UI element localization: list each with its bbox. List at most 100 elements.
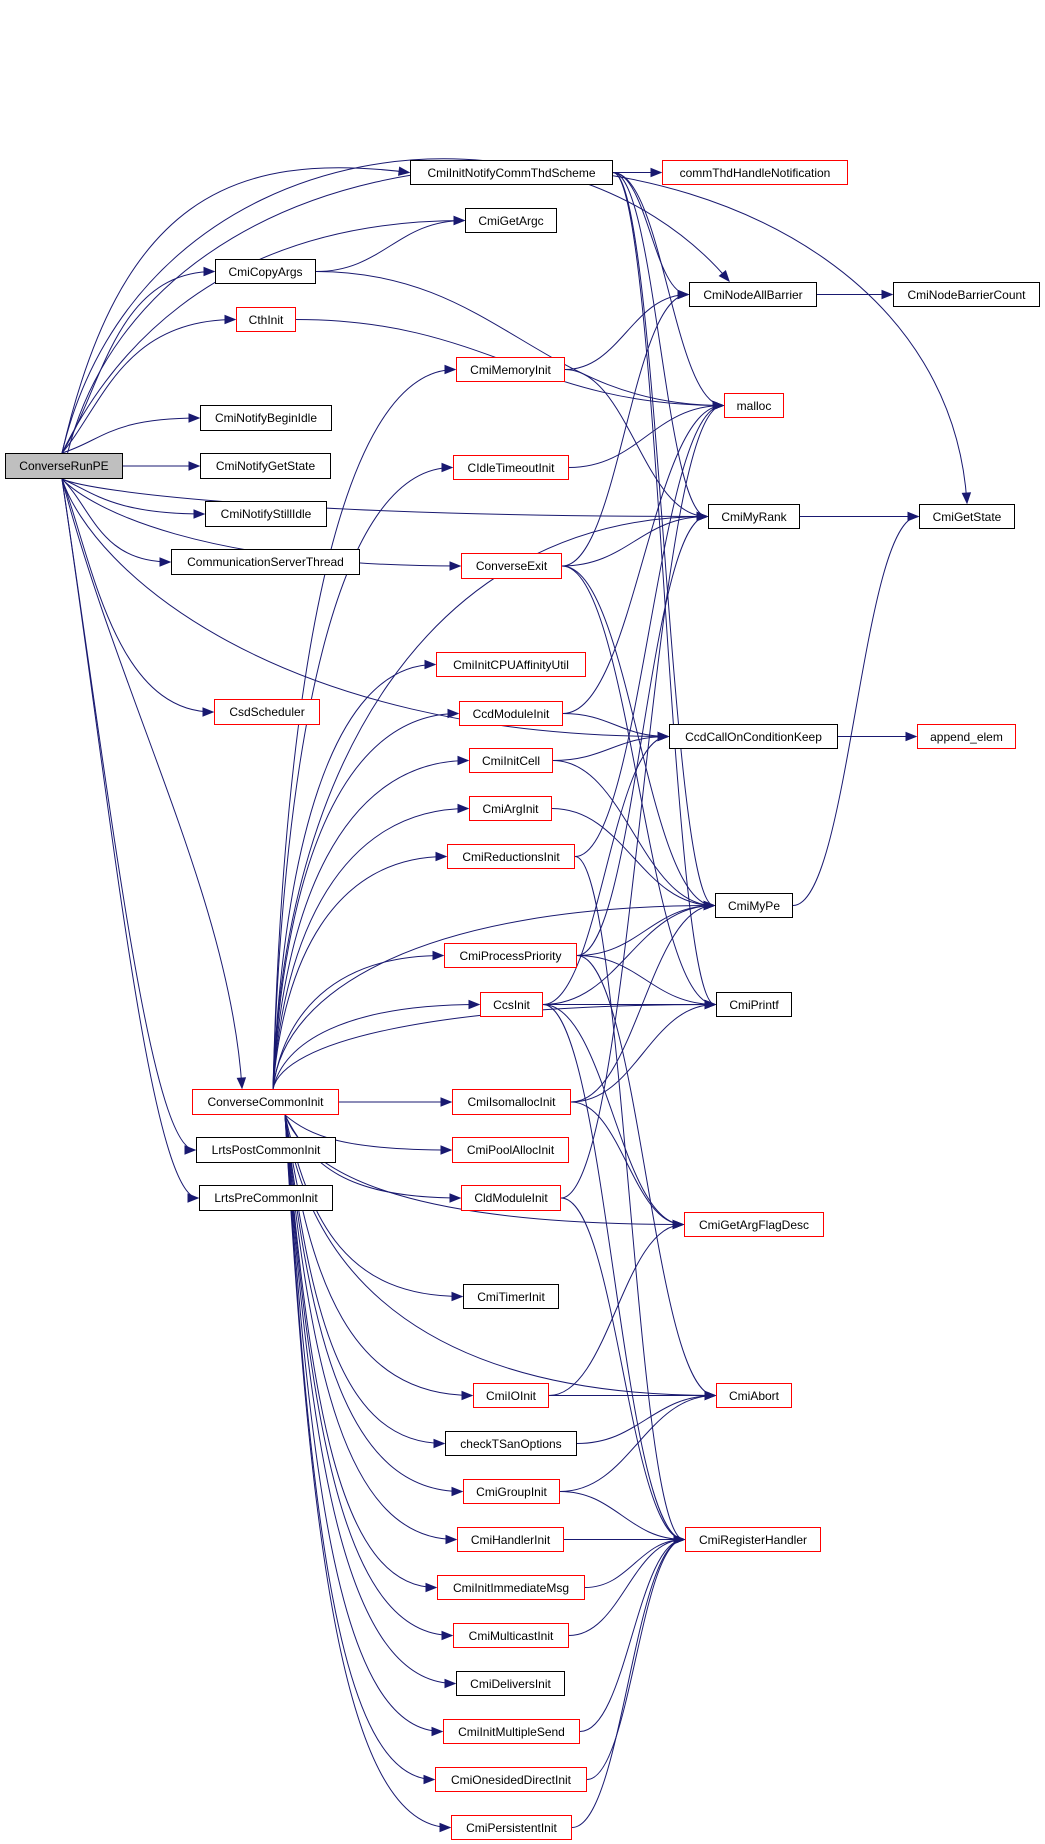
node-cth-init[interactable]: CthInit <box>236 307 296 332</box>
node-cmi-init-multiple-send[interactable]: CmiInitMultipleSend <box>443 1719 580 1744</box>
arrowhead-icon <box>236 1077 247 1090</box>
edge-converse-common-init-to-cmi-init-cpu-affinity-util <box>272 664 436 1090</box>
edge-cmi-process-priority-to-cmi-my-rank <box>576 516 708 956</box>
node-converse-common-init[interactable]: ConverseCommonInit <box>192 1089 339 1115</box>
node-csd-scheduler[interactable]: CsdScheduler <box>214 699 320 725</box>
node-c-idle-timeout-init[interactable]: CIdleTimeoutInit <box>453 455 569 480</box>
edge-converse-exit-to-cmi-my-rank <box>561 516 708 567</box>
node-cmi-process-priority[interactable]: CmiProcessPriority <box>444 943 577 968</box>
edge-c-idle-timeout-init-to-malloc <box>568 405 724 468</box>
edge-cmi-init-notify-comm-thd-scheme-to-cmi-my-pe <box>612 172 715 906</box>
edge-cmi-copy-args-to-malloc <box>315 271 724 406</box>
edge-converse-common-init-to-cmi-delivers-init <box>284 1114 456 1684</box>
node-lrts-pre-common-init[interactable]: LrtsPreCommonInit <box>199 1185 333 1211</box>
node-cmi-reductions-init[interactable]: CmiReductionsInit <box>447 844 575 869</box>
arrowhead-icon <box>433 1438 446 1449</box>
node-communication-server-thread[interactable]: CommunicationServerThread <box>171 549 360 575</box>
arrowhead-icon <box>449 1193 462 1203</box>
node-cmi-init-cpu-affinity-util[interactable]: CmiInitCPUAffinityUtil <box>436 652 586 677</box>
node-cmi-notify-get-state[interactable]: CmiNotifyGetState <box>200 453 331 479</box>
node-cmi-get-argc[interactable]: CmiGetArgc <box>465 208 557 233</box>
node-comm-thd-handle-notification[interactable]: commThdHandleNotification <box>662 160 848 185</box>
node-cmi-node-all-barrier[interactable]: CmiNodeAllBarrier <box>689 282 817 307</box>
arrowhead-icon <box>224 314 237 325</box>
node-cmi-node-barrier-count[interactable]: CmiNodeBarrierCount <box>893 282 1040 307</box>
node-cmi-get-arg-flag-desc[interactable]: CmiGetArgFlagDesc <box>684 1212 824 1237</box>
node-append-elem[interactable]: append_elem <box>917 724 1016 749</box>
edge-cmi-init-notify-comm-thd-scheme-to-cmi-node-all-barrier <box>612 172 689 295</box>
edge-converse-common-init-to-cmi-reductions-init <box>272 856 447 1090</box>
node-cmi-init-immediate-msg[interactable]: CmiInitImmediateMsg <box>437 1575 585 1600</box>
node-cmi-register-handler[interactable]: CmiRegisterHandler <box>685 1527 821 1552</box>
arrowhead-icon <box>398 166 411 176</box>
node-cmi-my-rank[interactable]: CmiMyRank <box>708 504 800 529</box>
edge-converse-common-init-to-cmi-io-init <box>284 1114 473 1396</box>
node-cmi-printf[interactable]: CmiPrintf <box>716 992 792 1017</box>
arrowhead-icon <box>440 1097 453 1107</box>
node-malloc[interactable]: malloc <box>724 393 784 418</box>
edge-converse-common-init-to-cmi-memory-init <box>272 369 456 1090</box>
node-cmi-multicast-init[interactable]: CmiMulticastInit <box>453 1623 569 1648</box>
edge-cmi-init-notify-comm-thd-scheme-to-malloc <box>612 172 724 406</box>
node-lrts-post-common-init[interactable]: LrtsPostCommonInit <box>196 1137 336 1163</box>
node-cld-module-init[interactable]: CldModuleInit <box>461 1185 561 1211</box>
edge-cmi-persistent-init-to-cmi-register-handler <box>571 1539 685 1828</box>
arrowhead-icon <box>441 462 454 473</box>
arrowhead-icon <box>187 1193 200 1203</box>
node-cmi-my-pe[interactable]: CmiMyPe <box>715 893 793 918</box>
arrowhead-icon <box>444 1678 457 1689</box>
arrowhead-icon <box>468 999 481 1010</box>
edge-cld-module-init-to-cmi-register-handler <box>560 1197 685 1540</box>
node-cmi-group-init[interactable]: CmiGroupInit <box>463 1479 560 1504</box>
arrowhead-icon <box>188 413 201 423</box>
edge-cmi-process-priority-to-cmi-printf <box>576 955 716 1005</box>
arrowhead-icon <box>447 708 460 719</box>
node-cmi-delivers-init[interactable]: CmiDeliversInit <box>456 1671 565 1696</box>
arrowhead-icon <box>423 1774 436 1785</box>
node-cmi-isomalloc-init[interactable]: CmiIsomallocInit <box>452 1089 571 1115</box>
edge-converse-run-pe-to-converse-common-init <box>61 478 243 1089</box>
node-cmi-io-init[interactable]: CmiIOInit <box>473 1383 549 1408</box>
node-ccd-module-init[interactable]: CcdModuleInit <box>459 701 563 726</box>
edge-converse-common-init-to-cmi-onesided-direct-init <box>284 1114 435 1780</box>
node-cmi-get-state[interactable]: CmiGetState <box>919 504 1015 529</box>
node-cmi-copy-args[interactable]: CmiCopyArgs <box>215 259 316 284</box>
edge-converse-common-init-to-cmi-init-immediate-msg <box>284 1114 437 1588</box>
node-ccs-init[interactable]: CcsInit <box>480 992 543 1017</box>
arrowhead-icon <box>425 1582 438 1593</box>
arrowhead-icon <box>451 1486 464 1497</box>
arrowhead-icon <box>657 731 670 742</box>
edge-converse-run-pe-to-lrts-pre-common-init <box>61 478 199 1199</box>
arrowhead-icon <box>193 509 206 519</box>
edge-ccd-module-init-to-ccd-call-on-condition-keep <box>562 713 669 737</box>
node-cmi-init-cell[interactable]: CmiInitCell <box>469 748 553 773</box>
node-cmi-arg-init[interactable]: CmiArgInit <box>469 796 552 821</box>
node-cmi-notify-begin-idle[interactable]: CmiNotifyBeginIdle <box>200 405 332 431</box>
node-ccd-call-on-condition-keep[interactable]: CcdCallOnConditionKeep <box>669 724 838 749</box>
edge-cmi-group-init-to-cmi-register-handler <box>559 1491 685 1540</box>
edge-converse-common-init-to-cmi-persistent-init <box>284 1114 451 1828</box>
node-cmi-handler-init[interactable]: CmiHandlerInit <box>457 1527 564 1552</box>
arrowhead-icon <box>424 659 437 670</box>
node-cmi-init-notify-comm-thd-scheme[interactable]: CmiInitNotifyCommThdScheme <box>410 160 613 185</box>
node-check-t-san-options[interactable]: checkTSanOptions <box>445 1431 577 1456</box>
arrowhead-icon <box>703 900 716 911</box>
node-cmi-memory-init[interactable]: CmiMemoryInit <box>456 357 565 382</box>
edge-cmi-group-init-to-cmi-abort <box>559 1395 716 1492</box>
edge-cmi-init-multiple-send-to-cmi-register-handler <box>579 1539 685 1732</box>
arrowhead-icon <box>202 707 215 717</box>
node-converse-exit[interactable]: ConverseExit <box>461 553 562 579</box>
edge-cmi-isomalloc-init-to-cmi-printf <box>570 1004 716 1103</box>
edge-converse-common-init-to-cmi-abort <box>284 1114 716 1396</box>
node-converse-run-pe[interactable]: ConverseRunPE <box>5 453 123 479</box>
edge-cmi-reductions-init-to-malloc <box>574 405 724 857</box>
node-cmi-onesided-direct-init[interactable]: CmiOnesidedDirectInit <box>435 1767 587 1792</box>
edge-converse-exit-to-cmi-printf <box>561 565 716 1005</box>
node-cmi-notify-still-idle[interactable]: CmiNotifyStillIdle <box>205 501 327 527</box>
node-cmi-persistent-init[interactable]: CmiPersistentInit <box>451 1815 572 1840</box>
edge-converse-common-init-to-cmi-multicast-init <box>284 1114 453 1636</box>
arrowhead-icon <box>440 1145 453 1155</box>
node-cmi-pool-alloc-init[interactable]: CmiPoolAllocInit <box>452 1137 569 1163</box>
node-cmi-abort[interactable]: CmiAbort <box>716 1383 792 1408</box>
node-cmi-timer-init[interactable]: CmiTimerInit <box>463 1284 559 1309</box>
